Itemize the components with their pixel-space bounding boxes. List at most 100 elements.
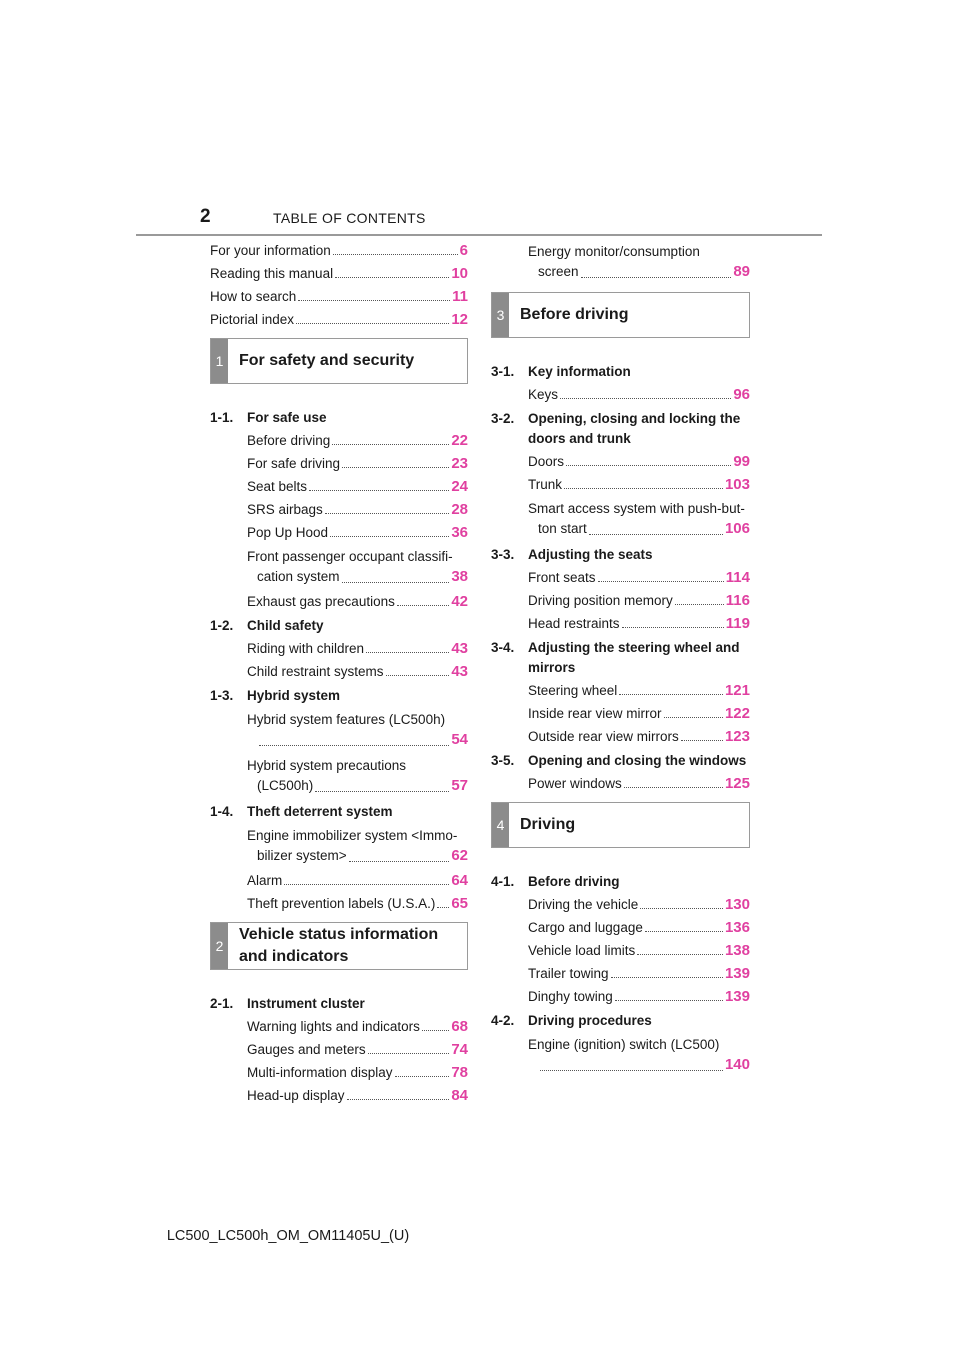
page-link[interactable]: 123 (724, 728, 750, 745)
section-title: Vehicle status information and indicator… (239, 926, 439, 965)
page-link[interactable]: 103 (724, 476, 750, 493)
toc-entry[interactable]: Theft prevention labels (U.S.A.)65 (247, 895, 468, 912)
page-link[interactable]: 12 (451, 311, 468, 328)
page-link[interactable]: 140 (724, 1056, 750, 1073)
toc-entry[interactable]: Hybrid system precautions (LC500h)57 (247, 758, 468, 794)
page-link[interactable]: 89 (733, 263, 750, 280)
page-link[interactable]: 116 (725, 592, 750, 609)
page-link[interactable]: 11 (452, 288, 468, 305)
page-header: 2 TABLE OF CONTENTS (136, 204, 822, 236)
page-link[interactable]: 65 (451, 895, 468, 912)
page-link[interactable]: 78 (451, 1064, 468, 1081)
page-link[interactable]: 96 (733, 386, 750, 403)
page-link[interactable]: 122 (724, 705, 750, 722)
header-divider (136, 234, 822, 236)
subsection-3-5: 3-5.Opening and closing the windows Powe… (491, 753, 750, 792)
page-link[interactable]: 6 (459, 242, 468, 259)
section-number: 4 (492, 803, 509, 847)
page-link[interactable]: 139 (724, 965, 750, 982)
page-link[interactable]: 138 (724, 942, 750, 959)
toc-entry[interactable]: Hybrid system features (LC500h) 54 (247, 712, 468, 748)
page-link[interactable]: 68 (451, 1018, 468, 1035)
section-header-1[interactable]: 1 For safety and security (210, 338, 468, 384)
page-link[interactable]: 114 (725, 569, 750, 586)
page-link[interactable]: 36 (451, 524, 468, 541)
page-link[interactable]: 43 (451, 640, 468, 657)
page-link[interactable]: 125 (724, 775, 750, 792)
page-link[interactable]: 10 (451, 265, 468, 282)
page-link[interactable]: 38 (451, 568, 468, 585)
section-title: Before driving (520, 306, 629, 323)
page-link[interactable]: 62 (451, 847, 468, 864)
page-link[interactable]: 121 (724, 682, 750, 699)
page-link[interactable]: 106 (724, 520, 750, 537)
section-header-2[interactable]: 2 Vehicle status information and indicat… (210, 922, 468, 970)
toc-entry[interactable]: Front passenger occupant classifi- catio… (247, 549, 468, 585)
page-link[interactable]: 136 (724, 919, 750, 936)
section-header-3[interactable]: 3 Before driving (491, 292, 750, 338)
toc-entry[interactable]: Engine immobilizer system <Immo- bilizer… (247, 828, 468, 864)
page-link[interactable]: 139 (724, 988, 750, 1005)
section-header-4[interactable]: 4 Driving (491, 802, 750, 848)
page-link[interactable]: 119 (725, 615, 750, 632)
page-link[interactable]: 22 (451, 432, 468, 449)
page-link[interactable]: 24 (451, 478, 468, 495)
toc-entry[interactable]: Engine (ignition) switch (LC500) 140 (528, 1037, 750, 1073)
page-link[interactable]: 43 (451, 663, 468, 680)
subsection-2-1: 2-1.Instrument cluster Warning lights an… (210, 996, 468, 1104)
page-link[interactable]: 57 (451, 777, 468, 794)
toc-entry[interactable]: Smart access system with push-but- ton s… (528, 501, 750, 537)
page-link[interactable]: 99 (733, 453, 750, 470)
page-link[interactable]: 23 (451, 455, 468, 472)
page-link[interactable]: 130 (724, 896, 750, 913)
page-link[interactable]: 74 (451, 1041, 468, 1058)
page-link[interactable]: 42 (451, 593, 468, 610)
subsection-title: Adjusting the seats (528, 547, 653, 562)
subsection-1-3: 1-3.Hybrid system Hybrid system features… (210, 688, 468, 794)
subsection-title: Hybrid system (247, 688, 341, 703)
page-link[interactable]: 64 (451, 872, 468, 889)
page-link[interactable]: 84 (451, 1087, 468, 1104)
page-link[interactable]: 54 (451, 731, 468, 748)
page-link[interactable]: 28 (451, 501, 468, 518)
